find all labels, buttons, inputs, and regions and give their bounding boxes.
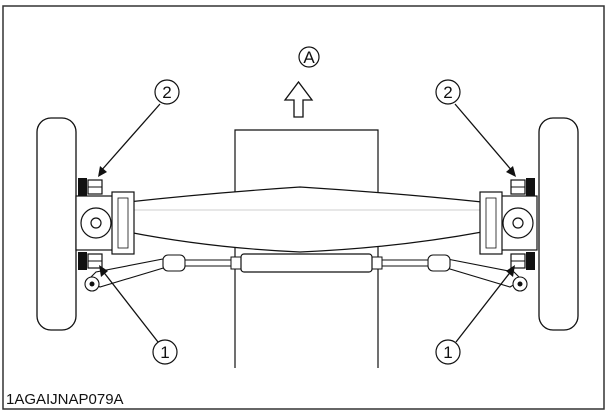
callout-top-left-label: 2 xyxy=(162,83,171,102)
figure-frame xyxy=(2,5,605,410)
direction-label: A xyxy=(303,48,315,67)
left-upper-kingpin-bolt xyxy=(78,178,103,196)
tie-rod-assembly xyxy=(84,253,528,292)
right-steering-knuckle xyxy=(479,191,538,255)
callout-bottom-left-label: 1 xyxy=(160,343,169,362)
right-wheel xyxy=(538,117,579,331)
direction-callout: A xyxy=(298,46,320,68)
leader-bottom-right xyxy=(455,265,515,343)
leader-top-left xyxy=(98,103,161,177)
callout-bottom-right: 1 xyxy=(435,339,461,365)
left-wheel xyxy=(36,117,77,331)
callout-top-left: 2 xyxy=(154,79,180,105)
left-lower-kingpin-bolt xyxy=(78,252,103,270)
left-steering-knuckle xyxy=(75,191,135,255)
forward-direction-arrow xyxy=(283,80,314,118)
leader-bottom-left xyxy=(99,265,159,343)
callout-top-right: 2 xyxy=(435,79,461,105)
callout-bottom-left: 1 xyxy=(152,339,178,365)
right-upper-kingpin-bolt xyxy=(510,178,535,196)
callout-bottom-right-label: 1 xyxy=(443,343,452,362)
callout-top-right-label: 2 xyxy=(443,83,452,102)
leader-top-right xyxy=(454,103,516,177)
right-lower-kingpin-bolt xyxy=(510,252,535,270)
axle-beam xyxy=(127,186,483,253)
figure-code: 1AGAIJNAP079A xyxy=(6,391,124,408)
vehicle-body-outline xyxy=(234,129,379,368)
